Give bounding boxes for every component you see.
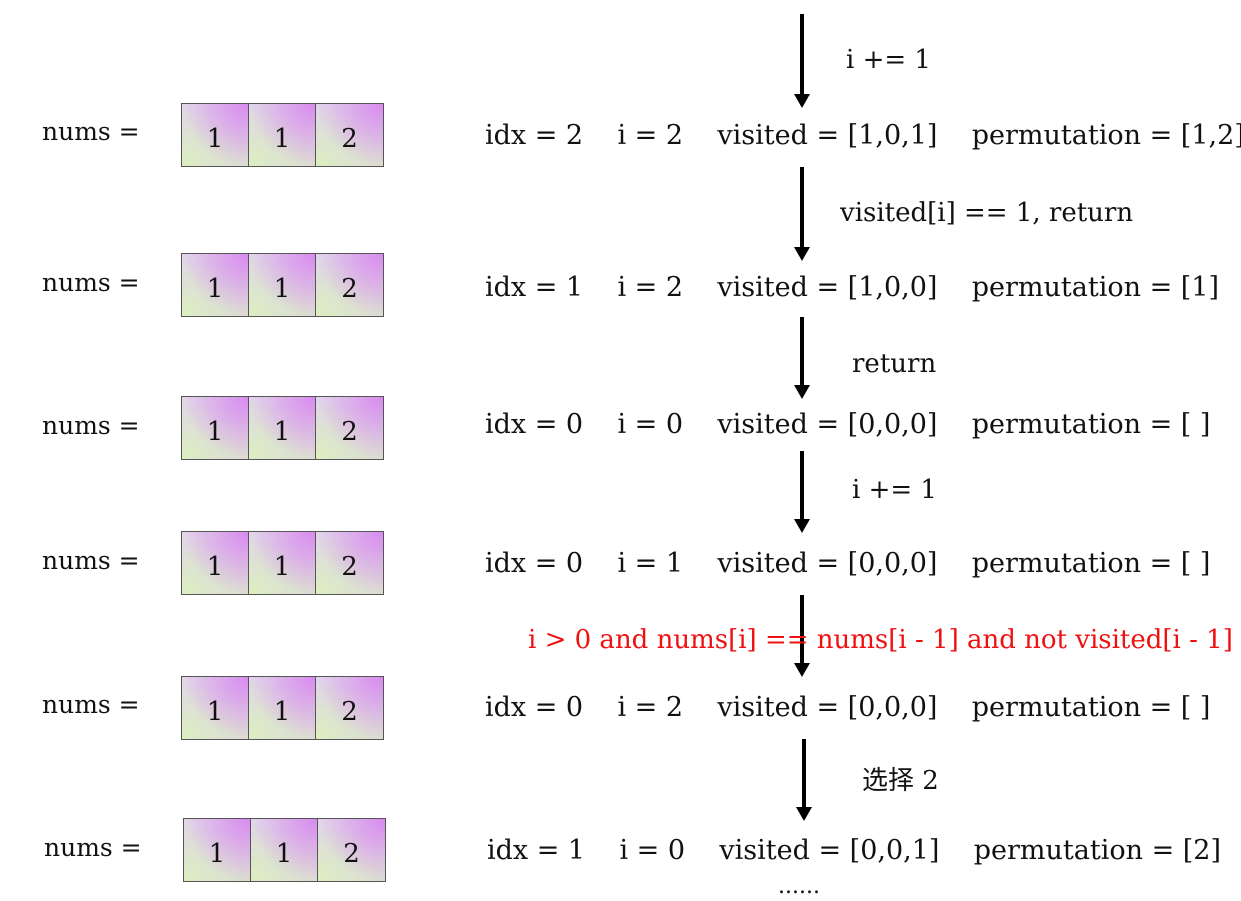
array-cell: 1 (249, 254, 316, 316)
arrow-down-icon (794, 14, 810, 108)
nums-label: nums = (42, 546, 140, 575)
nums-label: nums = (42, 117, 140, 146)
array-cell: 1 (182, 104, 249, 166)
array-cell: 1 (249, 532, 316, 594)
nums-array: 1 1 2 (181, 253, 384, 317)
nums-label: nums = (42, 411, 140, 440)
state-text: idx = 2 i = 2 visited = [1,0,1] permutat… (485, 120, 1241, 151)
state-text: idx = 0 i = 0 visited = [0,0,0] permutat… (485, 409, 1211, 440)
transition-note: i += 1 (846, 45, 931, 75)
array-cell: 2 (318, 819, 385, 881)
transition-note: i += 1 (852, 475, 937, 505)
arrow-down-icon (794, 167, 810, 261)
state-text: idx = 1 i = 2 visited = [1,0,0] permutat… (485, 272, 1220, 303)
nums-array: 1 1 2 (181, 396, 384, 460)
state-text: idx = 0 i = 2 visited = [0,0,0] permutat… (485, 692, 1211, 723)
array-cell: 1 (184, 819, 251, 881)
array-cell: 1 (251, 819, 318, 881)
nums-array: 1 1 2 (181, 531, 384, 595)
array-cell: 2 (316, 677, 383, 739)
transition-note: visited[i] == 1, return (840, 198, 1134, 228)
nums-array: 1 1 2 (181, 103, 384, 167)
arrow-down-icon (794, 317, 810, 399)
arrow-down-icon (794, 451, 810, 533)
array-cell: 2 (316, 397, 383, 459)
array-cell: 1 (249, 104, 316, 166)
nums-label: nums = (42, 690, 140, 719)
nums-array: 1 1 2 (183, 818, 386, 882)
transition-note: 选择 2 (862, 766, 939, 796)
array-cell: 2 (316, 532, 383, 594)
nums-label: nums = (44, 833, 142, 862)
array-cell: 1 (182, 397, 249, 459)
array-cell: 1 (182, 254, 249, 316)
array-cell: 1 (182, 677, 249, 739)
state-text: idx = 1 i = 0 visited = [0,0,1] permutat… (487, 835, 1222, 866)
array-cell: 1 (249, 397, 316, 459)
pruning-condition-note: i > 0 and nums[i] == nums[i - 1] and not… (528, 625, 1233, 655)
array-cell: 1 (182, 532, 249, 594)
arrow-down-icon (794, 595, 810, 677)
arrow-down-icon (796, 739, 812, 821)
array-cell: 1 (249, 677, 316, 739)
array-cell: 2 (316, 254, 383, 316)
transition-note: return (852, 349, 937, 379)
continuation-ellipsis: ...... (778, 874, 820, 899)
state-text: idx = 0 i = 1 visited = [0,0,0] permutat… (485, 548, 1211, 579)
array-cell: 2 (316, 104, 383, 166)
nums-label: nums = (42, 268, 140, 297)
nums-array: 1 1 2 (181, 676, 384, 740)
